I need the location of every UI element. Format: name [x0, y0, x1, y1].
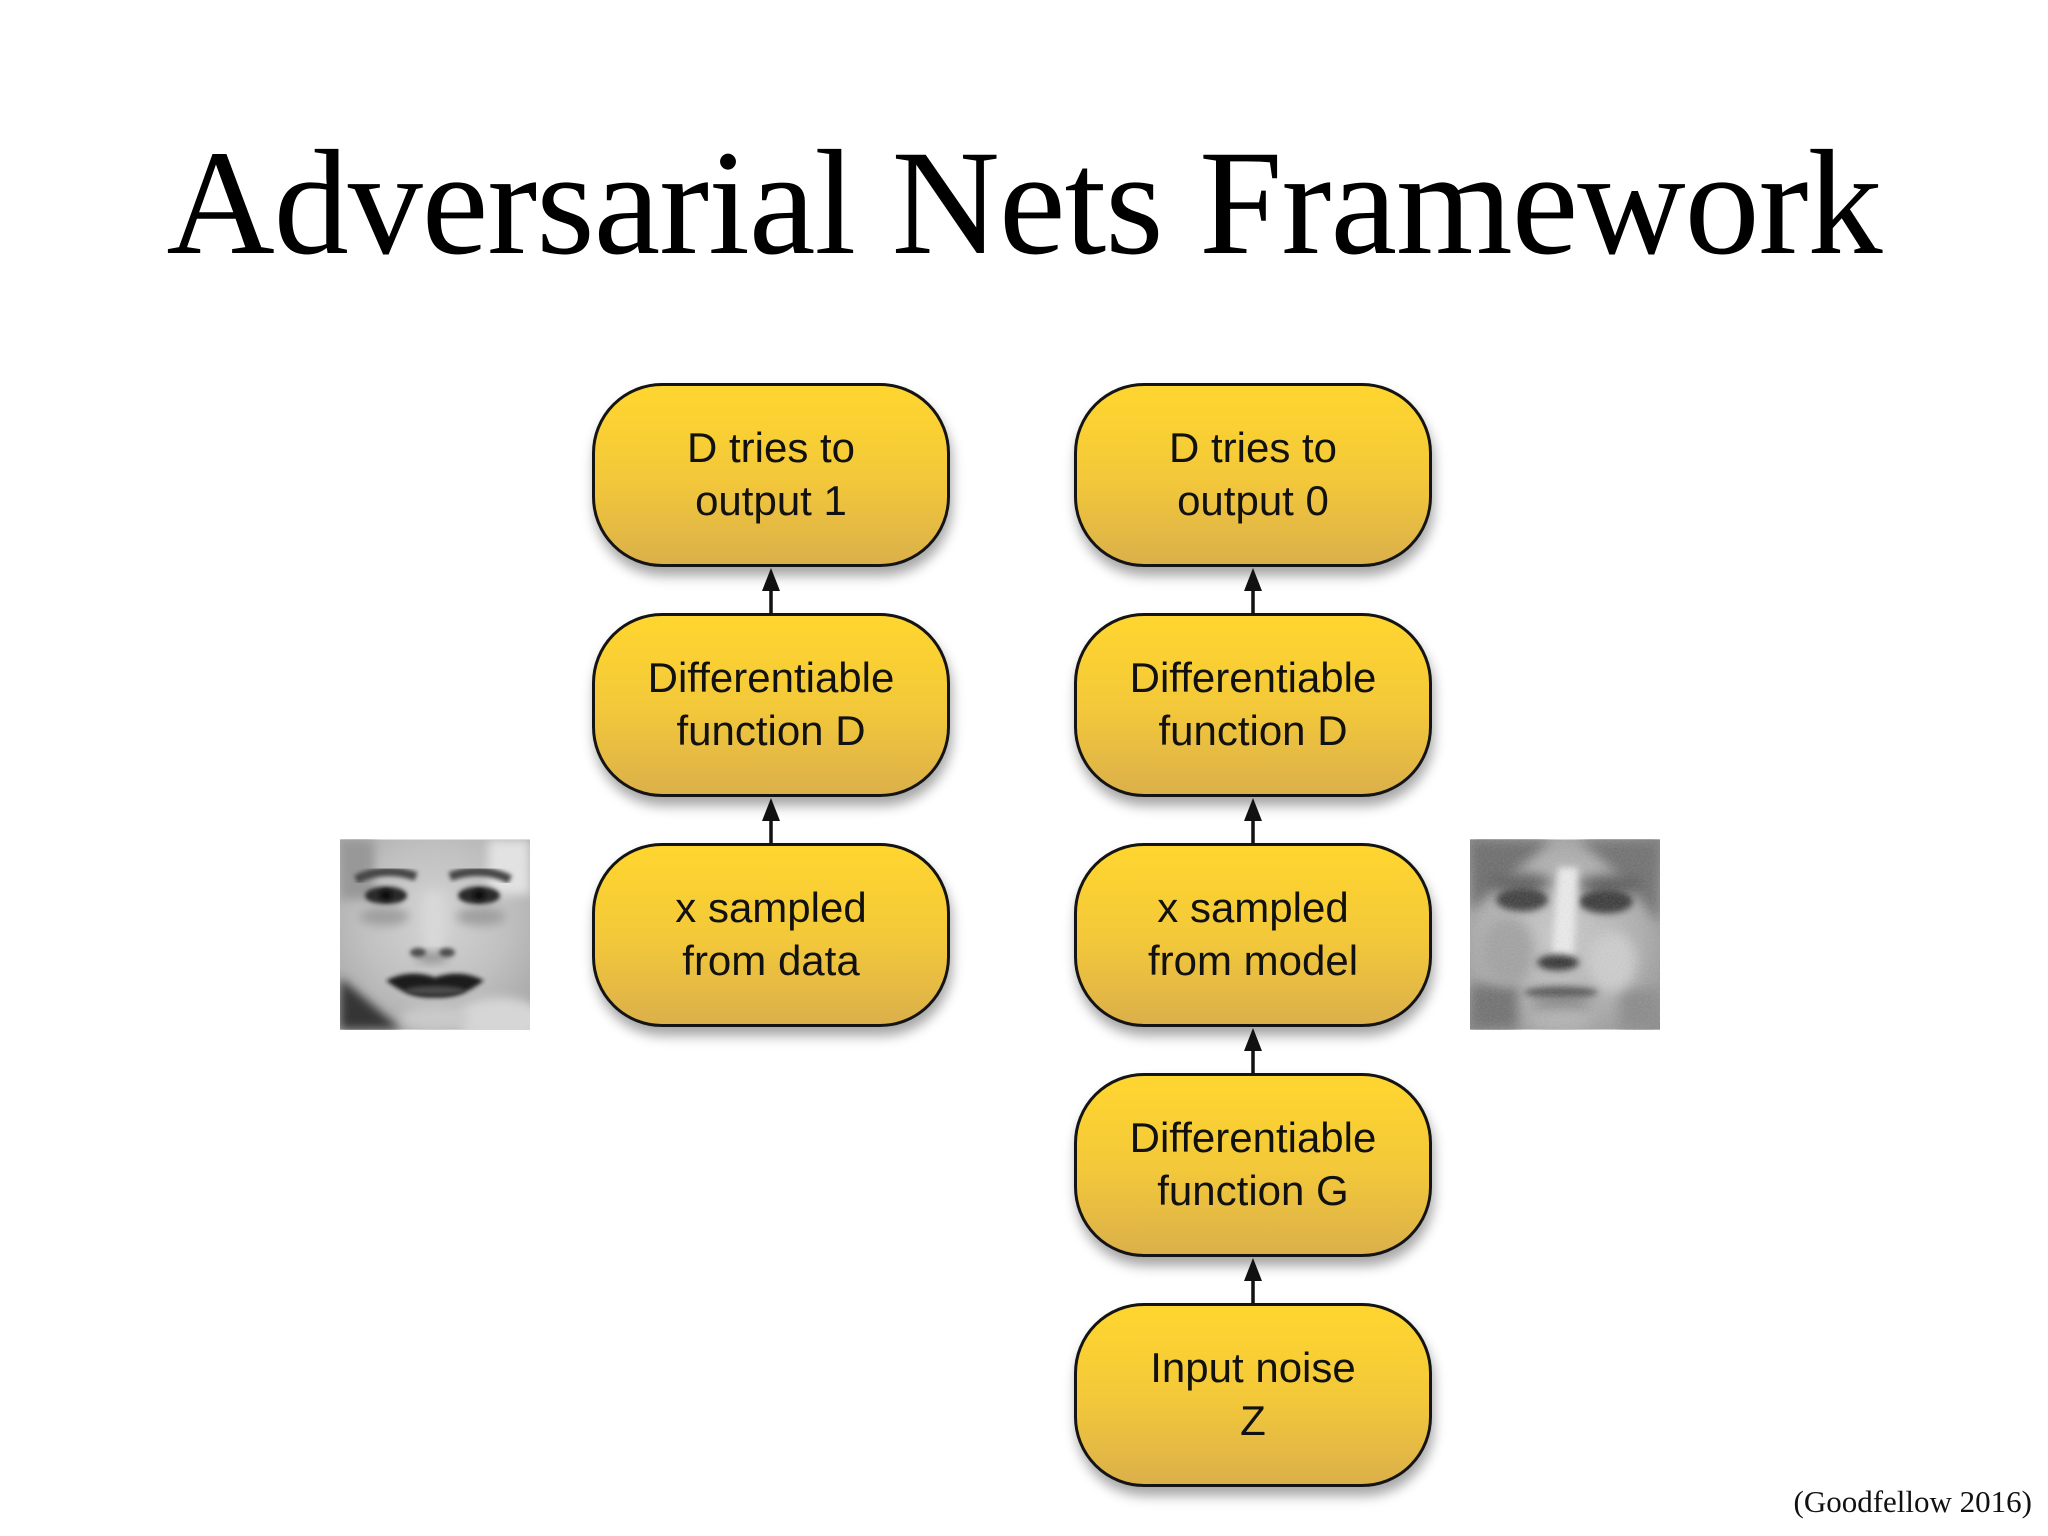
arrow-up-icon	[1241, 1257, 1265, 1303]
node-differentiable-function-g: Differentiable function G	[1074, 1073, 1432, 1257]
node-label: D tries to output 0	[1168, 424, 1338, 524]
slide-title: Adversarial Nets Framework	[166, 120, 1882, 286]
node-input-noise-z: Input noise Z	[1074, 1303, 1432, 1487]
citation: (Goodfellow 2016)	[1793, 1484, 2032, 1519]
node-label: Differentiable function D	[647, 654, 895, 754]
node-x-sampled-from-model: x sampled from model	[1074, 843, 1432, 1027]
arrow-up-icon	[1241, 1027, 1265, 1073]
node-label: x sampled from data	[675, 884, 867, 984]
node-label: Differentiable function D	[1129, 654, 1377, 754]
arrow-up-icon	[1241, 567, 1265, 613]
node-differentiable-function-d-left: Differentiable function D	[592, 613, 950, 797]
node-label: Input noise Z	[1150, 1344, 1356, 1444]
node-x-sampled-from-data: x sampled from data	[592, 843, 950, 1027]
node-d-tries-to-output-0: D tries to output 0	[1074, 383, 1432, 567]
node-label: x sampled from model	[1147, 884, 1359, 984]
real-face-image	[340, 839, 530, 1030]
generated-face-image	[1470, 839, 1660, 1030]
arrow-up-icon	[759, 567, 783, 613]
node-differentiable-function-d-right: Differentiable function D	[1074, 613, 1432, 797]
node-label: D tries to output 1	[686, 424, 856, 524]
node-d-tries-to-output-1: D tries to output 1	[592, 383, 950, 567]
node-label: Differentiable function G	[1129, 1114, 1377, 1214]
arrow-up-icon	[759, 797, 783, 843]
arrow-up-icon	[1241, 797, 1265, 843]
